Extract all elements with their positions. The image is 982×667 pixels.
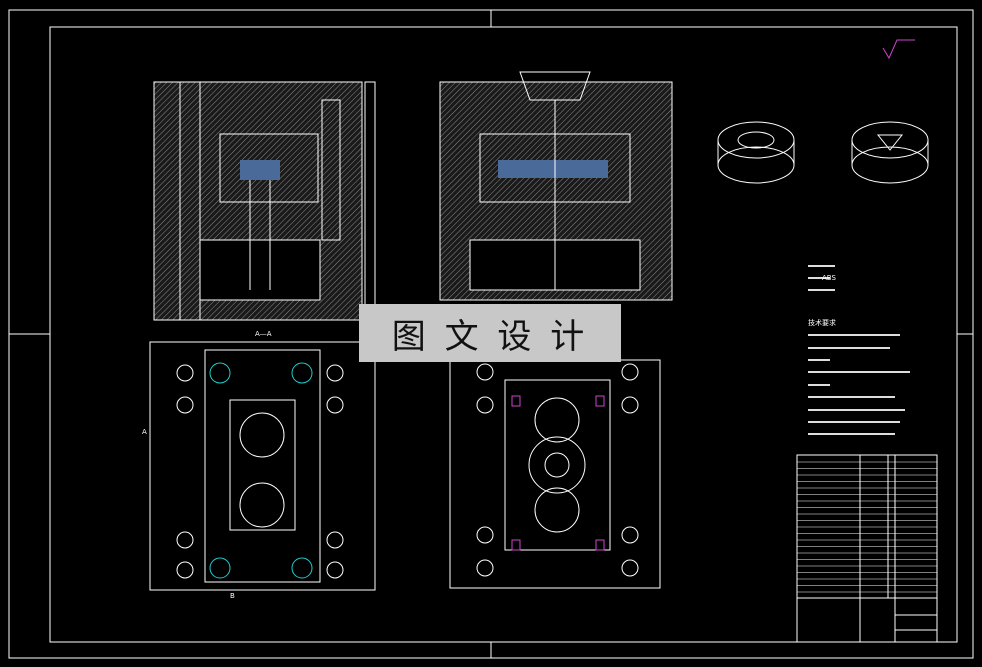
section-marker: A	[142, 428, 147, 436]
technical-notes-lines	[808, 265, 910, 435]
gear-part-right	[851, 121, 929, 184]
gear-part-left	[717, 121, 795, 184]
notes-material: ABS	[822, 274, 836, 282]
roughness-symbol	[882, 39, 915, 60]
notes-heading: 技术要求	[808, 319, 836, 327]
section-label: A—A	[255, 330, 272, 338]
bom-rows	[797, 461, 937, 593]
watermark: 图 文 设 计	[359, 304, 621, 362]
section-view-right	[439, 71, 673, 301]
plan-view-left	[149, 341, 376, 591]
section-view-left	[153, 81, 376, 321]
view-marker: B	[230, 592, 235, 600]
title-block	[796, 454, 938, 643]
plan-view-right	[449, 359, 661, 589]
